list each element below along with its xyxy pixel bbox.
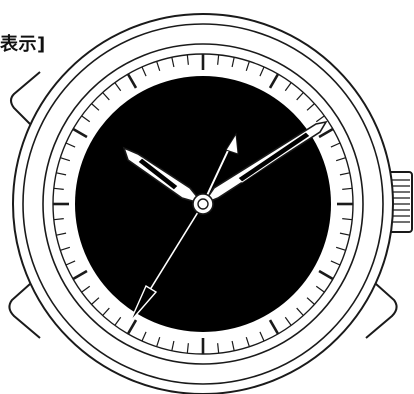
minute-tick [53,187,64,190]
minute-tick [296,92,304,101]
pusher-lower-left [8,283,41,339]
minute-tick [56,172,67,176]
hour-tick [126,319,138,335]
minute-tick [231,340,235,351]
minute-tick [339,232,350,236]
minute-tick [315,115,325,123]
minute-tick [171,340,175,351]
minute-tick [60,246,71,251]
minute-tick [330,260,341,266]
minute-tick [342,218,353,221]
minute-tick [91,103,100,111]
minute-tick [231,57,235,68]
hour-tick [72,127,88,139]
minute-tick [245,61,250,72]
minute-tick [141,331,147,342]
hour-tick [268,319,280,335]
hour-tick [72,269,88,281]
minute-tick [335,246,346,251]
minute-hand-lume [237,131,311,183]
minute-tick [315,285,325,293]
minute-tick [102,92,110,101]
minute-tick [114,316,122,326]
minute-tick [156,336,161,347]
minute-tick [156,61,161,72]
pusher-lower-right [365,283,398,339]
minute-tick [91,297,100,305]
minute-tick [114,82,122,92]
minute-tick [335,157,346,162]
minute-tick [65,260,76,266]
hour-hand-lume [137,157,179,191]
minute-tick [342,187,353,190]
minute-tick [186,54,189,65]
hour-tick [268,73,280,89]
minute-tick [65,142,76,148]
second-hand [129,132,239,323]
minute-ticks [53,54,353,354]
center-cap-inner [197,198,209,210]
minute-tick [284,82,292,92]
crown [387,171,413,233]
minute-tick [217,54,220,65]
minute-tick [306,103,315,111]
minute-tick [56,232,67,236]
minute-tick [81,285,91,293]
minute-tick [259,331,265,342]
minute-tick [306,297,315,305]
minute-tick [60,157,71,162]
minute-tick [217,343,220,354]
hour-tick [318,127,334,139]
minute-tick [186,343,189,354]
hour-tick [126,73,138,89]
pusher-upper-left [10,71,41,125]
minute-tick [102,307,110,316]
minute-tick [53,218,64,221]
minute-tick [330,142,341,148]
hour-tick [318,269,334,281]
minute-tick [284,316,292,326]
minute-tick [339,172,350,176]
minute-tick [296,307,304,316]
minute-tick [259,66,265,77]
minute-tick [81,115,91,123]
minute-tick [141,66,147,77]
minute-tick [171,57,175,68]
minute-tick [245,336,250,347]
diagram-caption: 表示] [0,34,46,55]
